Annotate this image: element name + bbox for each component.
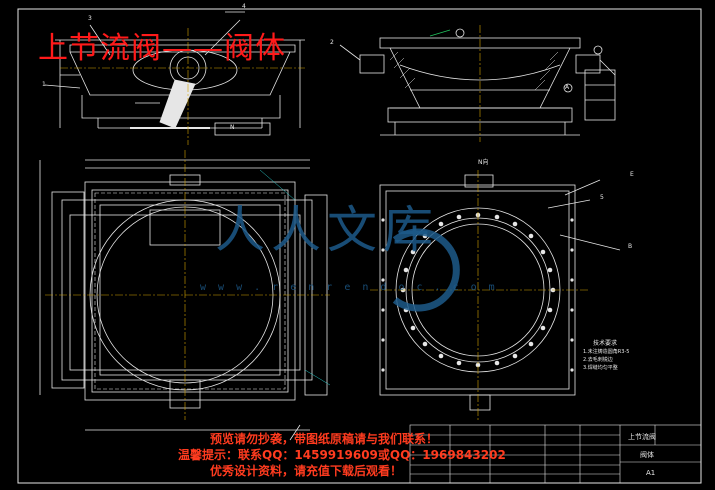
- technical-notes-heading: 技术要求: [593, 340, 618, 347]
- callout-a: A: [565, 84, 570, 91]
- front-view: [44, 11, 305, 136]
- view-label-n-right: N向: [478, 159, 489, 166]
- title-block-scale: A1: [646, 469, 656, 477]
- promo-line-1: 预览请勿抄袭，带图纸原稿请与我们联系！: [210, 432, 439, 446]
- watermark-logo: [392, 228, 460, 312]
- section-hatch: [389, 51, 559, 91]
- technical-note-item: 1.未注铸造圆角R3-5: [583, 349, 630, 355]
- title-block-part-name: 阀体: [640, 451, 654, 459]
- part-label-1: 1: [42, 81, 46, 88]
- part-label-3: 3: [88, 15, 92, 22]
- watermark-text: 人人文库: [215, 201, 439, 259]
- plan-view-left-dashed: [94, 192, 286, 390]
- part-label-5: 5: [600, 194, 604, 201]
- callout-b: B: [628, 243, 633, 250]
- section-view: [339, 28, 616, 136]
- part-label-2: 2: [330, 39, 334, 46]
- watermark-url: w w w . r e n r e n d o c . c o m: [200, 282, 498, 293]
- title-block: [409, 424, 702, 484]
- promo-line-3: 优秀设计资料，请充值下载后观看！: [210, 464, 403, 478]
- callout-e: E: [630, 171, 634, 178]
- technical-note-item: 2.去毛刺锐边: [583, 357, 613, 363]
- part-label-4: 4: [242, 3, 246, 10]
- technical-notes: 技术要求 1.未注铸造圆角R3-5 2.去毛刺锐边 3.焊缝均匀平整: [583, 340, 629, 372]
- title-block-assembly: 上节流阀: [628, 433, 656, 441]
- technical-note-item: 3.焊缝均匀平整: [583, 365, 618, 371]
- view-label-n: N: [230, 124, 235, 131]
- promo-line-2: 温馨提示：联系QQ：1459919609或QQ：1969843202: [178, 448, 506, 462]
- drawing-title: 上节流阀——阀体: [38, 31, 286, 66]
- dimension-lines-left: [259, 169, 331, 386]
